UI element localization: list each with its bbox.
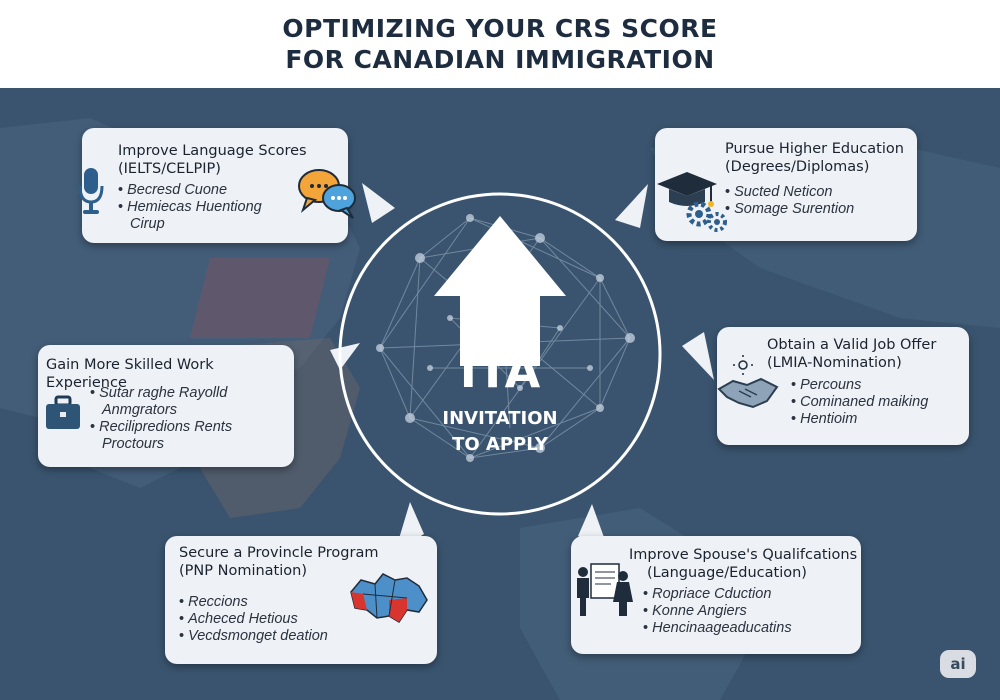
card-subtitle: (Degrees/Diplomas) xyxy=(725,159,870,175)
briefcase-icon xyxy=(46,395,80,429)
bullet-item: Percouns xyxy=(791,377,966,394)
bullet-continuation: Cirup xyxy=(130,216,165,232)
bullet-item: Ropriace Cduction xyxy=(643,586,858,603)
card-education: Pursue Higher Education (Degrees/Diploma… xyxy=(655,128,917,241)
card-title: Improve Language Scores xyxy=(118,143,307,159)
card-subtitle: (IELTS/CELPIP) xyxy=(118,161,221,177)
bullet-item: Hencinaageaducatins xyxy=(643,620,858,637)
card-title: Obtain a Valid Job Offer xyxy=(767,337,937,353)
bullet-item: Cominaned maiking xyxy=(791,394,966,411)
card-pnp: Secure a Provincle Program (PNP Nominati… xyxy=(165,536,437,664)
bullet-continuation: Proctours xyxy=(102,436,165,452)
ita-subtitle-line-1: INVITATION xyxy=(442,408,558,429)
bullet-continuation: Anmgrators xyxy=(102,402,177,418)
bullet-list: Sutar raghe Rayolld xyxy=(90,385,290,402)
bullet-item: Acheced Hetious xyxy=(179,611,434,628)
card-work: Gain More Skilled Work Experience Sutar … xyxy=(38,345,294,467)
bullet-item: Konne Angiers xyxy=(643,603,858,620)
card-language: Improve Language Scores (IELTS/CELPIP) B… xyxy=(78,128,356,243)
gears-icon xyxy=(686,201,727,232)
center-circle xyxy=(338,192,662,516)
ita-label: ITA xyxy=(459,344,541,398)
chat-bubbles-icon xyxy=(298,169,356,219)
bullet-list: Reccions Acheced Hetious Vecdsmonget dea… xyxy=(179,594,434,645)
microphone-icon xyxy=(78,168,104,214)
page-title-line-1: OPTIMIZING YOUR CRS SCORE xyxy=(282,14,718,43)
page-title-line-2: FOR CANADIAN IMMIGRATION xyxy=(285,45,715,74)
bullet-item: Recilipredions Rents xyxy=(90,419,290,436)
canada-map-icon xyxy=(350,573,428,624)
bullet-item: Reccions xyxy=(179,594,434,611)
card-title: Secure a Provincle Program xyxy=(179,545,379,561)
bullet-item: Somage Surention xyxy=(725,201,915,218)
card-job: Obtain a Valid Job Offer (LMIA-Nominatio… xyxy=(717,327,969,445)
card-subtitle: (Language/Education) xyxy=(647,565,807,581)
card-title: Improve Spouse's Qualifcations xyxy=(629,547,858,563)
card-subtitle: (PNP Nomination) xyxy=(179,563,307,579)
bullet-item: Hentioim xyxy=(791,411,966,428)
bullet-list: Sucted Neticon Somage Surention xyxy=(725,184,915,218)
ita-subtitle-line-2: TO APPLY xyxy=(452,434,548,455)
bullet-item: Becresd Cuone xyxy=(118,182,343,199)
handshake-icon xyxy=(717,355,779,409)
bullet-list: Becresd Cuone Hemiecas Huentiong xyxy=(118,182,343,216)
bullet-item: Sucted Neticon xyxy=(725,184,915,201)
card-subtitle: (LMIA-Nomination) xyxy=(767,355,902,371)
header: OPTIMIZING YOUR CRS SCORE FOR CANADIAN I… xyxy=(0,0,1000,88)
up-arrow-icon xyxy=(434,216,566,366)
family-document-icon xyxy=(577,563,633,616)
card-title: Pursue Higher Education xyxy=(725,141,904,157)
graduation-cap-icon xyxy=(657,172,717,207)
bullet-list: Ropriace Cduction Konne Angiers Hencinaa… xyxy=(643,586,858,637)
card-spouse: Improve Spouse's Qualifcations (Language… xyxy=(571,536,861,654)
bullet-list: Recilipredions Rents xyxy=(90,419,290,436)
bullet-item: Sutar raghe Rayolld xyxy=(90,385,290,402)
ita-center: ITA INVITATION TO APPLY xyxy=(350,196,650,516)
bullet-item: Vecdsmonget deation xyxy=(179,628,434,645)
ai-badge: ai xyxy=(940,650,976,678)
bullet-item: Hemiecas Huentiong xyxy=(118,199,343,216)
bullet-list: Percouns Cominaned maiking Hentioim xyxy=(791,377,966,428)
